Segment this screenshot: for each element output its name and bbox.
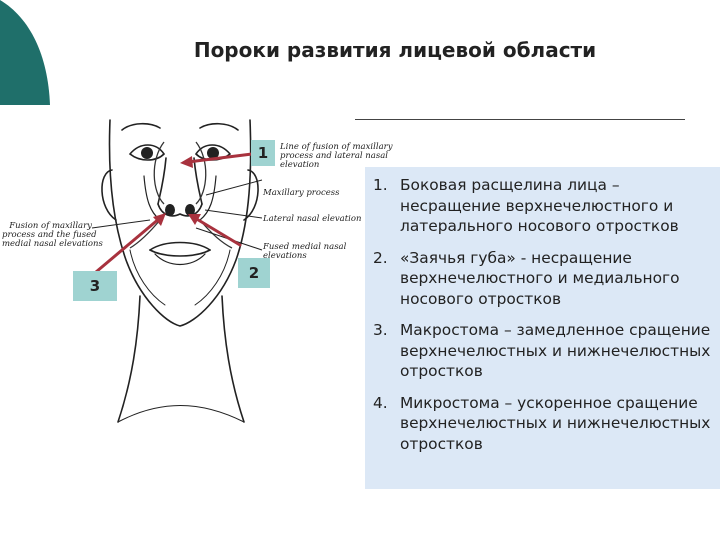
badge-3: 3 xyxy=(73,271,117,301)
label-fused-medial-line1: Fused medial nasal xyxy=(263,242,347,252)
list-item-number: 3. xyxy=(373,321,388,339)
divider-line xyxy=(355,119,685,120)
label-fusion-medial-line1: Fusion of maxillary xyxy=(9,221,92,231)
list-item-text: «Заячья губа» - несращение верхнечелюстн… xyxy=(400,248,680,308)
badge-2: 2 xyxy=(238,258,270,288)
label-fusion-lateral-line1: Line of fusion of maxillary xyxy=(280,142,393,152)
list-item-number: 1. xyxy=(373,176,388,194)
page-title: Пороки развития лицевой области xyxy=(193,38,597,62)
label-fusion-medial-line3: medial nasal elevations xyxy=(2,239,103,249)
face-illustration xyxy=(91,119,263,423)
list-item-number: 2. xyxy=(373,248,388,267)
list-item-4: 4. Микростома – ускоренное сращение верх… xyxy=(373,393,712,455)
label-maxillary-process: Maxillary process xyxy=(263,188,340,198)
list-item-3: 3. Макростома – замедленное сращение вер… xyxy=(373,320,712,382)
corner-decoration xyxy=(0,0,50,105)
list-item-1: 1. Боковая расщелина лица – несращение в… xyxy=(373,175,712,237)
defects-list-panel: 1. Боковая расщелина лица – несращение в… xyxy=(365,167,720,489)
label-fusion-lateral-line2: process and lateral nasal xyxy=(280,151,388,161)
list-item-text: Боковая расщелина лица – несращение верх… xyxy=(400,176,679,235)
label-fusion-medial: Fusion of maxillary process and the fuse… xyxy=(2,221,103,249)
list-item-2: 2. «Заячья губа» - несращение верхнечелю… xyxy=(373,248,712,310)
label-fusion-lateral: Line of fusion of maxillary process and … xyxy=(280,143,393,170)
label-fused-medial-line2: elevations xyxy=(263,251,307,261)
list-item-text: Микростома – ускоренное сращение верхнеч… xyxy=(400,393,711,453)
label-fusion-medial-line2: process and the fused xyxy=(2,230,97,240)
label-lateral-nasal: Lateral nasal elevation xyxy=(263,214,362,224)
list-item-number: 4. xyxy=(373,393,388,412)
label-fused-medial: Fused medial nasal elevations xyxy=(263,243,346,261)
badge-1: 1 xyxy=(251,140,275,166)
label-fusion-lateral-line3: elevation xyxy=(280,160,320,170)
list-item-text: Макростома – замедленное сращение верхне… xyxy=(400,321,711,380)
